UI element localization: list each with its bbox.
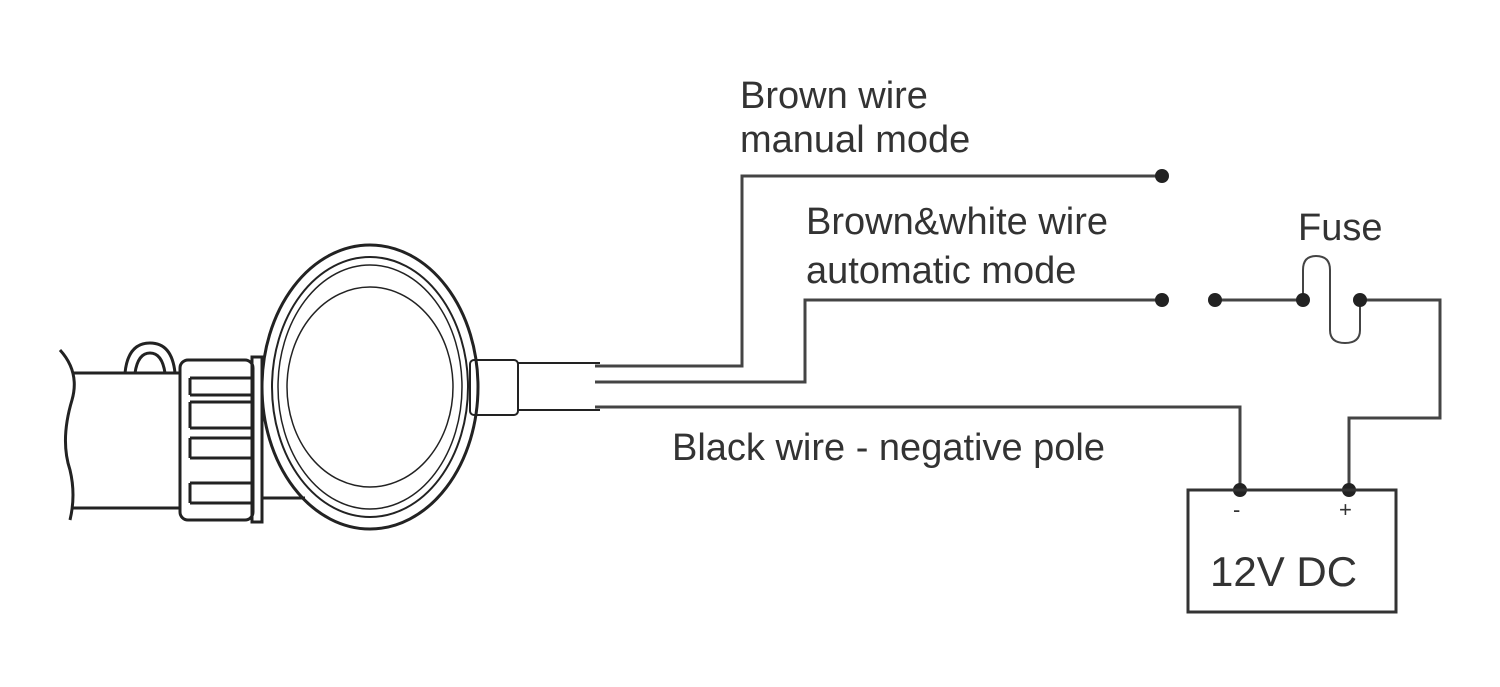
fuse-terminal-dot [1296, 293, 1310, 307]
housing-window [286, 286, 454, 488]
nut-ridges [188, 376, 253, 505]
battery-positive-label: + [1339, 497, 1352, 522]
brown-wire-label: Brown wire [740, 75, 928, 117]
brown-white-wire [595, 298, 1162, 384]
fuse-symbol [1302, 254, 1361, 345]
brown-wire-mode-label: manual mode [740, 119, 971, 161]
brown-terminal-dot [1155, 169, 1169, 183]
housing-ring [277, 264, 463, 510]
pipe-bump [123, 341, 177, 374]
black-wire [595, 405, 1242, 490]
pump-device [58, 243, 600, 531]
fuse-label: Fuse [1298, 207, 1383, 249]
switch-terminal-dot [1208, 293, 1222, 307]
brown-white-terminal-dot [1155, 293, 1169, 307]
pipe [58, 348, 180, 521]
black-wire-label: Black wire - negative pole [672, 427, 1105, 469]
brown-white-wire-mode-label: automatic mode [806, 250, 1077, 292]
flange [250, 355, 264, 524]
housing-outer [260, 243, 480, 531]
fuse-terminal-dot [1353, 293, 1367, 307]
cable [518, 362, 600, 411]
cable-connector [469, 359, 519, 416]
fuse-to-battery-wire [1347, 298, 1442, 490]
brown-white-wire-label: Brown&white wire [806, 201, 1108, 243]
battery-box [1186, 488, 1398, 614]
battery-label: 12V DC [1210, 548, 1358, 595]
housing-ring [271, 256, 469, 518]
brown-wire [595, 174, 1162, 368]
battery-negative-label: - [1233, 497, 1241, 522]
